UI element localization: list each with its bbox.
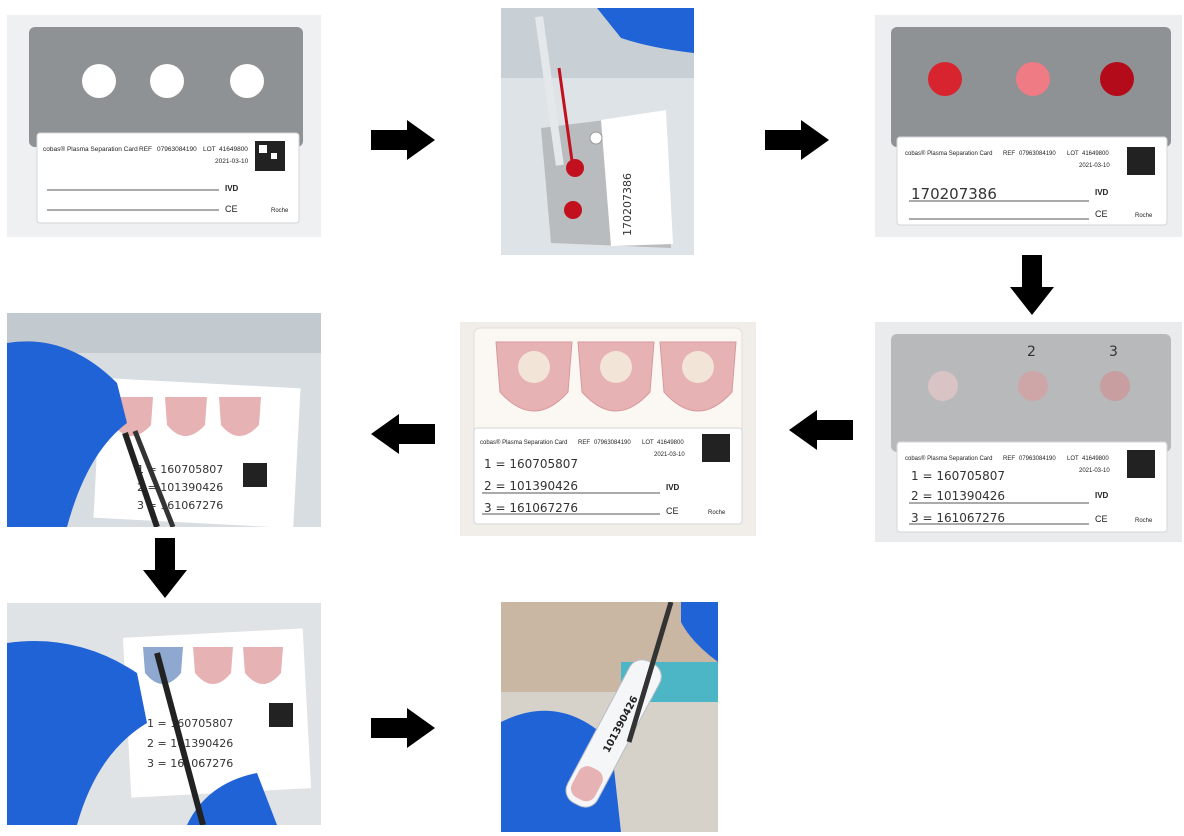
svg-text:2: 2 bbox=[1027, 344, 1036, 360]
arrow-down bbox=[1010, 255, 1054, 315]
svg-text:1 = 160705807: 1 = 160705807 bbox=[137, 463, 223, 476]
svg-text:2021-03-10: 2021-03-10 bbox=[654, 452, 685, 458]
svg-text:07963084190: 07963084190 bbox=[1019, 456, 1056, 462]
step-1-blank-card: cobas® Plasma Separation Card REF 079630… bbox=[7, 15, 321, 237]
svg-text:CE: CE bbox=[225, 204, 238, 214]
sample-spot bbox=[230, 64, 264, 98]
svg-text:CE: CE bbox=[1095, 209, 1108, 219]
svg-text:IVD: IVD bbox=[1095, 491, 1109, 500]
blank-card-photo: cobas® Plasma Separation Card REF 079630… bbox=[7, 15, 321, 237]
step-8-tube: 101390426 bbox=[501, 602, 718, 832]
svg-text:1 = 160705807: 1 = 160705807 bbox=[911, 469, 1005, 483]
svg-text:07963084190: 07963084190 bbox=[594, 440, 631, 446]
svg-text:REF: REF bbox=[139, 146, 152, 153]
dried-card-photo: 2 3 cobas® Plasma Separation Card REF 07… bbox=[875, 322, 1182, 542]
svg-text:3: 3 bbox=[1109, 344, 1118, 360]
svg-text:2021-03-10: 2021-03-10 bbox=[1079, 468, 1110, 474]
svg-text:Roche: Roche bbox=[708, 510, 726, 516]
dried-spot bbox=[928, 371, 958, 401]
gloved-hand bbox=[7, 341, 127, 527]
svg-text:41649800: 41649800 bbox=[657, 440, 684, 446]
svg-text:41649800: 41649800 bbox=[1082, 151, 1109, 157]
svg-text:LOT: LOT bbox=[642, 440, 654, 446]
plasma-pad bbox=[193, 647, 233, 684]
svg-text:REF: REF bbox=[1003, 456, 1015, 462]
svg-text:2 = 101390426: 2 = 101390426 bbox=[147, 737, 233, 750]
step-7-pad-held: 1 = 160705807 2 = 101390426 3 = 16106727… bbox=[7, 603, 321, 825]
svg-text:REF: REF bbox=[1003, 151, 1015, 157]
arrow-left bbox=[789, 410, 853, 450]
svg-text:CE: CE bbox=[666, 506, 679, 516]
step-2-pipetting: 170207386 bbox=[501, 8, 694, 255]
step-5-opened-card: cobas® Plasma Separation Card REF 079630… bbox=[460, 322, 756, 536]
sample-spot bbox=[82, 64, 116, 98]
svg-text:170207386: 170207386 bbox=[911, 185, 997, 203]
blood-drop bbox=[566, 159, 584, 177]
svg-text:IVD: IVD bbox=[225, 184, 239, 193]
svg-text:2021-03-10: 2021-03-10 bbox=[1079, 163, 1110, 169]
svg-text:LOT: LOT bbox=[1067, 151, 1079, 157]
blood-spots-photo: cobas® Plasma Separation Card REF 079630… bbox=[875, 15, 1182, 237]
arrow-down bbox=[143, 538, 187, 598]
step-3-blood-spots: cobas® Plasma Separation Card REF 079630… bbox=[875, 15, 1182, 237]
svg-text:41649800: 41649800 bbox=[1082, 456, 1109, 462]
svg-text:3 = 161067276: 3 = 161067276 bbox=[147, 757, 233, 770]
svg-text:07963084190: 07963084190 bbox=[1019, 151, 1056, 157]
svg-text:1 = 160705807: 1 = 160705807 bbox=[147, 717, 233, 730]
plasma-pad bbox=[243, 647, 283, 684]
blood-drop bbox=[564, 201, 582, 219]
svg-text:2 = 101390426: 2 = 101390426 bbox=[911, 489, 1005, 503]
gloved-hand bbox=[7, 641, 147, 825]
blood-spot bbox=[1016, 62, 1050, 96]
svg-text:2021-03-10: 2021-03-10 bbox=[215, 158, 249, 165]
plasma-pad bbox=[219, 397, 261, 436]
svg-text:cobas® Plasma Separation Card: cobas® Plasma Separation Card bbox=[905, 150, 992, 157]
step-6-removing-pad: 1 = 160705807 2 = 101390426 3 = 16106727… bbox=[7, 313, 321, 527]
svg-text:3 = 161067276: 3 = 161067276 bbox=[137, 499, 223, 512]
svg-text:cobas® Plasma Separation Card: cobas® Plasma Separation Card bbox=[480, 439, 567, 446]
step-4-dried-card: 2 3 cobas® Plasma Separation Card REF 07… bbox=[875, 322, 1182, 542]
svg-text:07963084190: 07963084190 bbox=[157, 146, 197, 153]
svg-text:2 = 101390426: 2 = 101390426 bbox=[137, 481, 223, 494]
svg-text:3 = 161067276: 3 = 161067276 bbox=[484, 501, 578, 515]
arrow-right bbox=[371, 708, 435, 748]
svg-text:cobas® Plasma Separation Card: cobas® Plasma Separation Card bbox=[43, 145, 138, 153]
svg-text:CE: CE bbox=[1095, 514, 1108, 524]
dried-spot bbox=[1100, 371, 1130, 401]
pipetting-photo: 170207386 bbox=[501, 8, 694, 255]
svg-text:Roche: Roche bbox=[271, 208, 289, 214]
gloved-hand bbox=[681, 602, 718, 662]
pad-held-photo: 1 = 160705807 2 = 101390426 3 = 16106727… bbox=[7, 603, 321, 825]
svg-text:1 = 160705807: 1 = 160705807 bbox=[484, 457, 578, 471]
tube-photo: 101390426 bbox=[501, 602, 718, 832]
removing-pad-photo: 1 = 160705807 2 = 101390426 3 = 16106727… bbox=[7, 313, 321, 527]
svg-text:Roche: Roche bbox=[1135, 213, 1153, 219]
arrow-right bbox=[765, 120, 829, 160]
sample-spot bbox=[150, 64, 184, 98]
svg-text:2 = 101390426: 2 = 101390426 bbox=[484, 479, 578, 493]
arrow-left bbox=[371, 414, 435, 454]
plasma-pad bbox=[165, 397, 207, 436]
gloved-hand bbox=[187, 773, 277, 825]
svg-text:41649800: 41649800 bbox=[219, 146, 248, 153]
svg-text:Roche: Roche bbox=[1135, 518, 1153, 524]
svg-text:170207386: 170207386 bbox=[621, 173, 634, 236]
svg-text:LOT: LOT bbox=[203, 146, 216, 153]
svg-text:IVD: IVD bbox=[1095, 188, 1109, 197]
opened-card-photo: cobas® Plasma Separation Card REF 079630… bbox=[460, 322, 756, 536]
svg-text:REF: REF bbox=[578, 440, 590, 446]
blood-spot bbox=[928, 62, 962, 96]
svg-text:cobas® Plasma Separation Card: cobas® Plasma Separation Card bbox=[905, 455, 992, 462]
svg-text:3 = 161067276: 3 = 161067276 bbox=[911, 511, 1005, 525]
arrow-right bbox=[371, 120, 435, 160]
blood-spot bbox=[1100, 62, 1134, 96]
dried-spot bbox=[1018, 371, 1048, 401]
svg-text:LOT: LOT bbox=[1067, 456, 1079, 462]
svg-text:IVD: IVD bbox=[666, 483, 680, 492]
